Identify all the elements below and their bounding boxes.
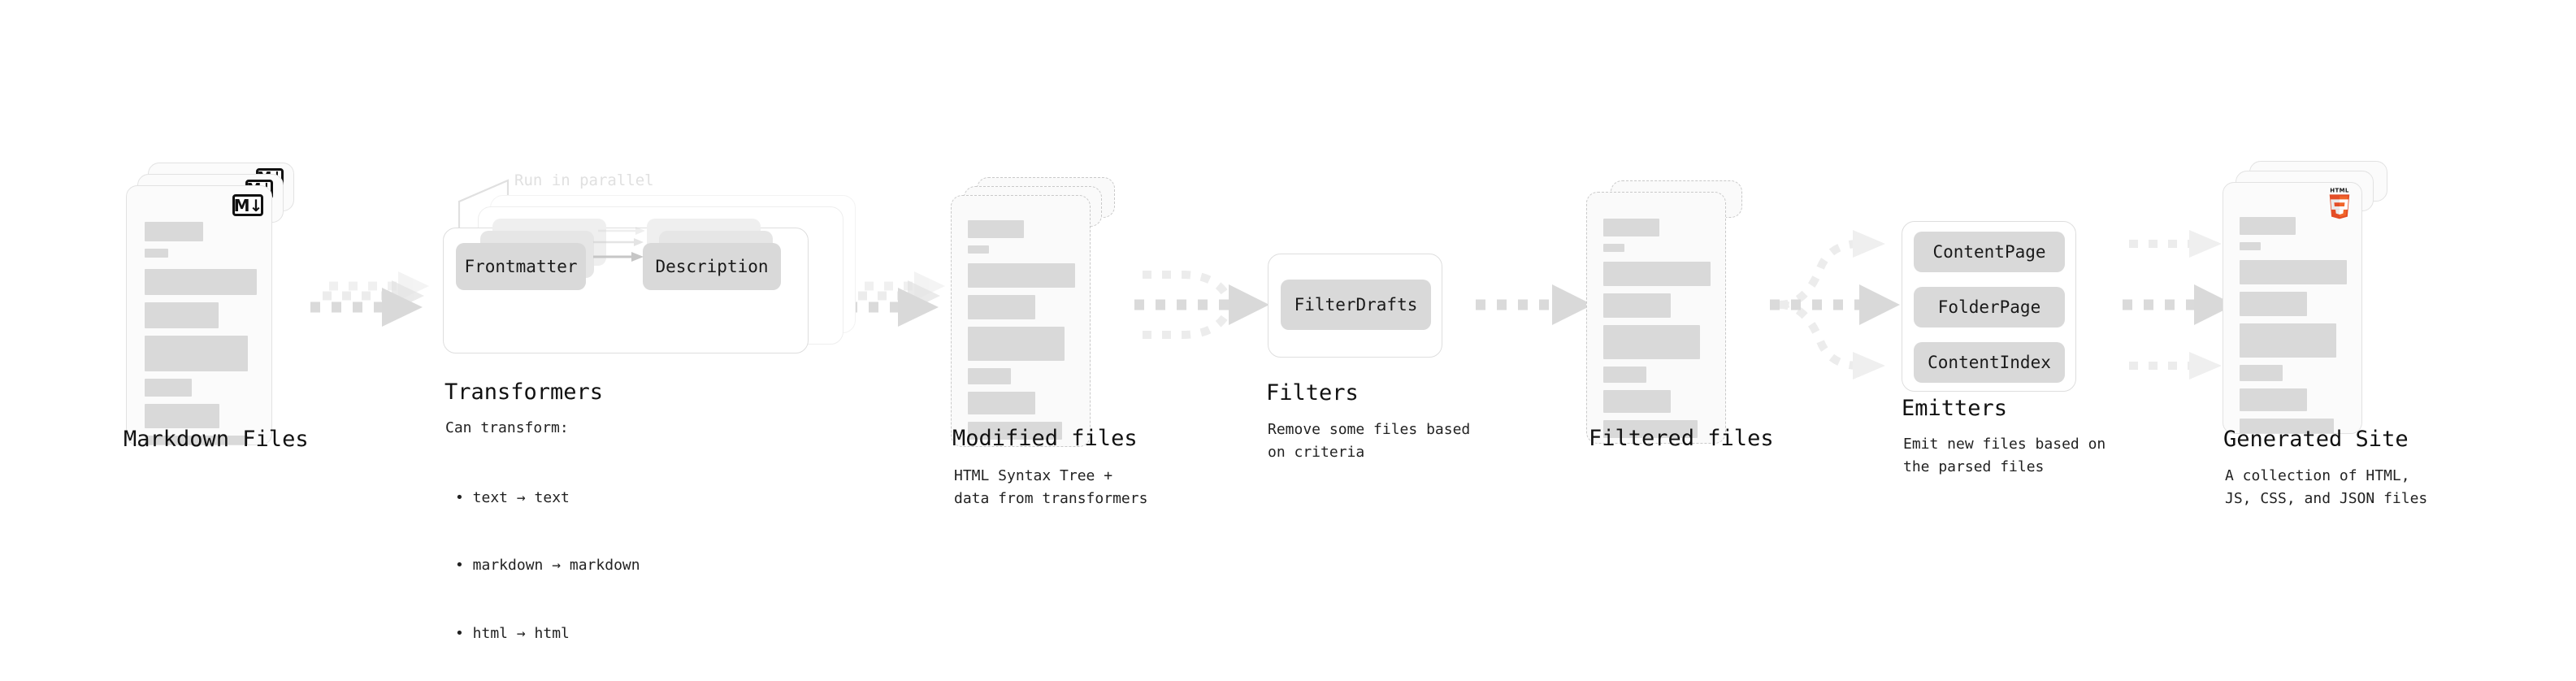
doc-line	[145, 269, 257, 295]
doc-line	[2240, 292, 2308, 316]
doc-line	[145, 336, 248, 371]
transformers-bullets: • text → text • markdown → markdown • ht…	[455, 441, 640, 681]
doc-line	[145, 222, 203, 241]
doc-line	[968, 263, 1075, 288]
doc-placeholder-lines	[145, 222, 257, 445]
doc-line	[1603, 390, 1672, 413]
doc-line	[1603, 219, 1659, 236]
modified-files-description: HTML Syntax Tree + data from transformer…	[954, 467, 1148, 507]
doc-line	[145, 302, 219, 328]
generated-site-file-stack: CSS HTML	[2223, 161, 2401, 445]
emitters-box: ContentPage FolderPage ContentIndex	[1902, 221, 2076, 392]
doc-line	[1603, 420, 1698, 438]
doc-line	[968, 295, 1036, 319]
doc-line	[2240, 323, 2336, 358]
run-in-parallel-label: Run in parallel	[514, 171, 654, 189]
filtered-file-stack	[1586, 180, 1761, 457]
connector-filtered-to-emitters	[1770, 230, 1900, 380]
doc-line	[145, 379, 192, 397]
doc-line	[968, 368, 1011, 384]
doc-line	[968, 220, 1024, 238]
doc-line	[2240, 242, 2262, 250]
html5-logo-icon: HTML	[2329, 188, 2350, 219]
markdown-file-card-front: M↓	[126, 185, 272, 445]
filters-description: Remove some files based on criteria	[1268, 421, 1471, 461]
caption-markdown-files: Markdown Files	[124, 427, 309, 452]
connector-md-to-transformers	[310, 271, 429, 327]
doc-line	[1603, 293, 1672, 318]
doc-line	[1603, 367, 1646, 383]
emitter-pill-contentindex[interactable]: ContentIndex	[1914, 342, 2065, 383]
emitter-pill-folderpage[interactable]: FolderPage	[1914, 287, 2065, 327]
connector-emitters-to-site	[2123, 230, 2235, 380]
doc-placeholder-lines	[968, 220, 1075, 446]
stage-generated-site: CSS HTML	[2223, 161, 2401, 445]
generated-site-description: A collection of HTML, JS, CSS, and JSON …	[2225, 467, 2428, 507]
stage-filtered-files	[1586, 180, 1761, 457]
stage-modified-files	[951, 177, 1125, 453]
stage-transformers: Frontmatter Description Frontmatter Desc…	[443, 195, 865, 406]
filters-box: FilterDrafts	[1268, 254, 1442, 358]
stage-markdown-files: M↓ M↓ M↓	[126, 163, 301, 447]
caption-filtered-files: Filtered files	[1589, 426, 1774, 451]
doc-line	[2240, 217, 2296, 235]
transformers-bullet-item: • markdown → markdown	[455, 557, 640, 575]
transformers-bullet-item: • html → html	[455, 625, 570, 643]
doc-line	[2240, 260, 2347, 284]
doc-line	[2240, 388, 2308, 411]
transformer-inner-arrows	[593, 227, 645, 262]
doc-line	[145, 404, 220, 428]
doc-line	[145, 249, 168, 258]
transformers-bullet-item: • text → text	[455, 488, 570, 506]
doc-line	[145, 436, 248, 445]
doc-line	[1603, 262, 1711, 286]
doc-line	[968, 327, 1065, 361]
svg-text:HTML: HTML	[2330, 188, 2349, 194]
doc-line	[2240, 419, 2335, 433]
caption-modified-files: Modified files	[952, 426, 1138, 451]
caption-generated-site: Generated Site	[2223, 427, 2409, 452]
modified-file-card-front	[951, 195, 1091, 447]
doc-placeholder-lines	[2240, 217, 2347, 433]
filtered-file-card-front	[1586, 192, 1726, 444]
stage-filters: FilterDrafts	[1268, 254, 1442, 358]
doc-placeholder-lines	[1603, 219, 1711, 443]
markdown-file-stack: M↓ M↓ M↓	[126, 163, 301, 447]
doc-line	[1603, 325, 1700, 359]
filter-pill-filterdrafts[interactable]: FilterDrafts	[1281, 280, 1431, 330]
caption-filters: Filters	[1266, 380, 1359, 406]
modified-file-stack	[951, 177, 1125, 453]
doc-line	[1603, 244, 1625, 252]
connector-filters-to-filtered	[1476, 284, 1593, 325]
emitter-pill-contentpage[interactable]: ContentPage	[1914, 232, 2065, 272]
transformer-pill-frontmatter[interactable]: Frontmatter	[456, 243, 586, 290]
caption-transformers: Transformers	[445, 380, 604, 405]
transformers-box-front: Frontmatter Description Frontmatter Desc…	[443, 219, 809, 354]
generated-file-card-html: HTML	[2223, 182, 2362, 434]
emitters-description: Emit new files based on the parsed files	[1903, 436, 2106, 475]
doc-line	[968, 245, 990, 254]
doc-line	[968, 422, 1063, 440]
stage-emitters: ContentPage FolderPage ContentIndex	[1902, 221, 2076, 392]
doc-line	[968, 392, 1036, 414]
caption-emitters: Emitters	[1902, 396, 2008, 421]
transformer-pill-description[interactable]: Description	[643, 243, 781, 290]
transformers-description: Can transform:	[445, 419, 569, 436]
doc-line	[2240, 365, 2283, 381]
markdown-icon-front: M↓	[232, 194, 263, 216]
connector-modified-to-filters	[1134, 271, 1269, 339]
